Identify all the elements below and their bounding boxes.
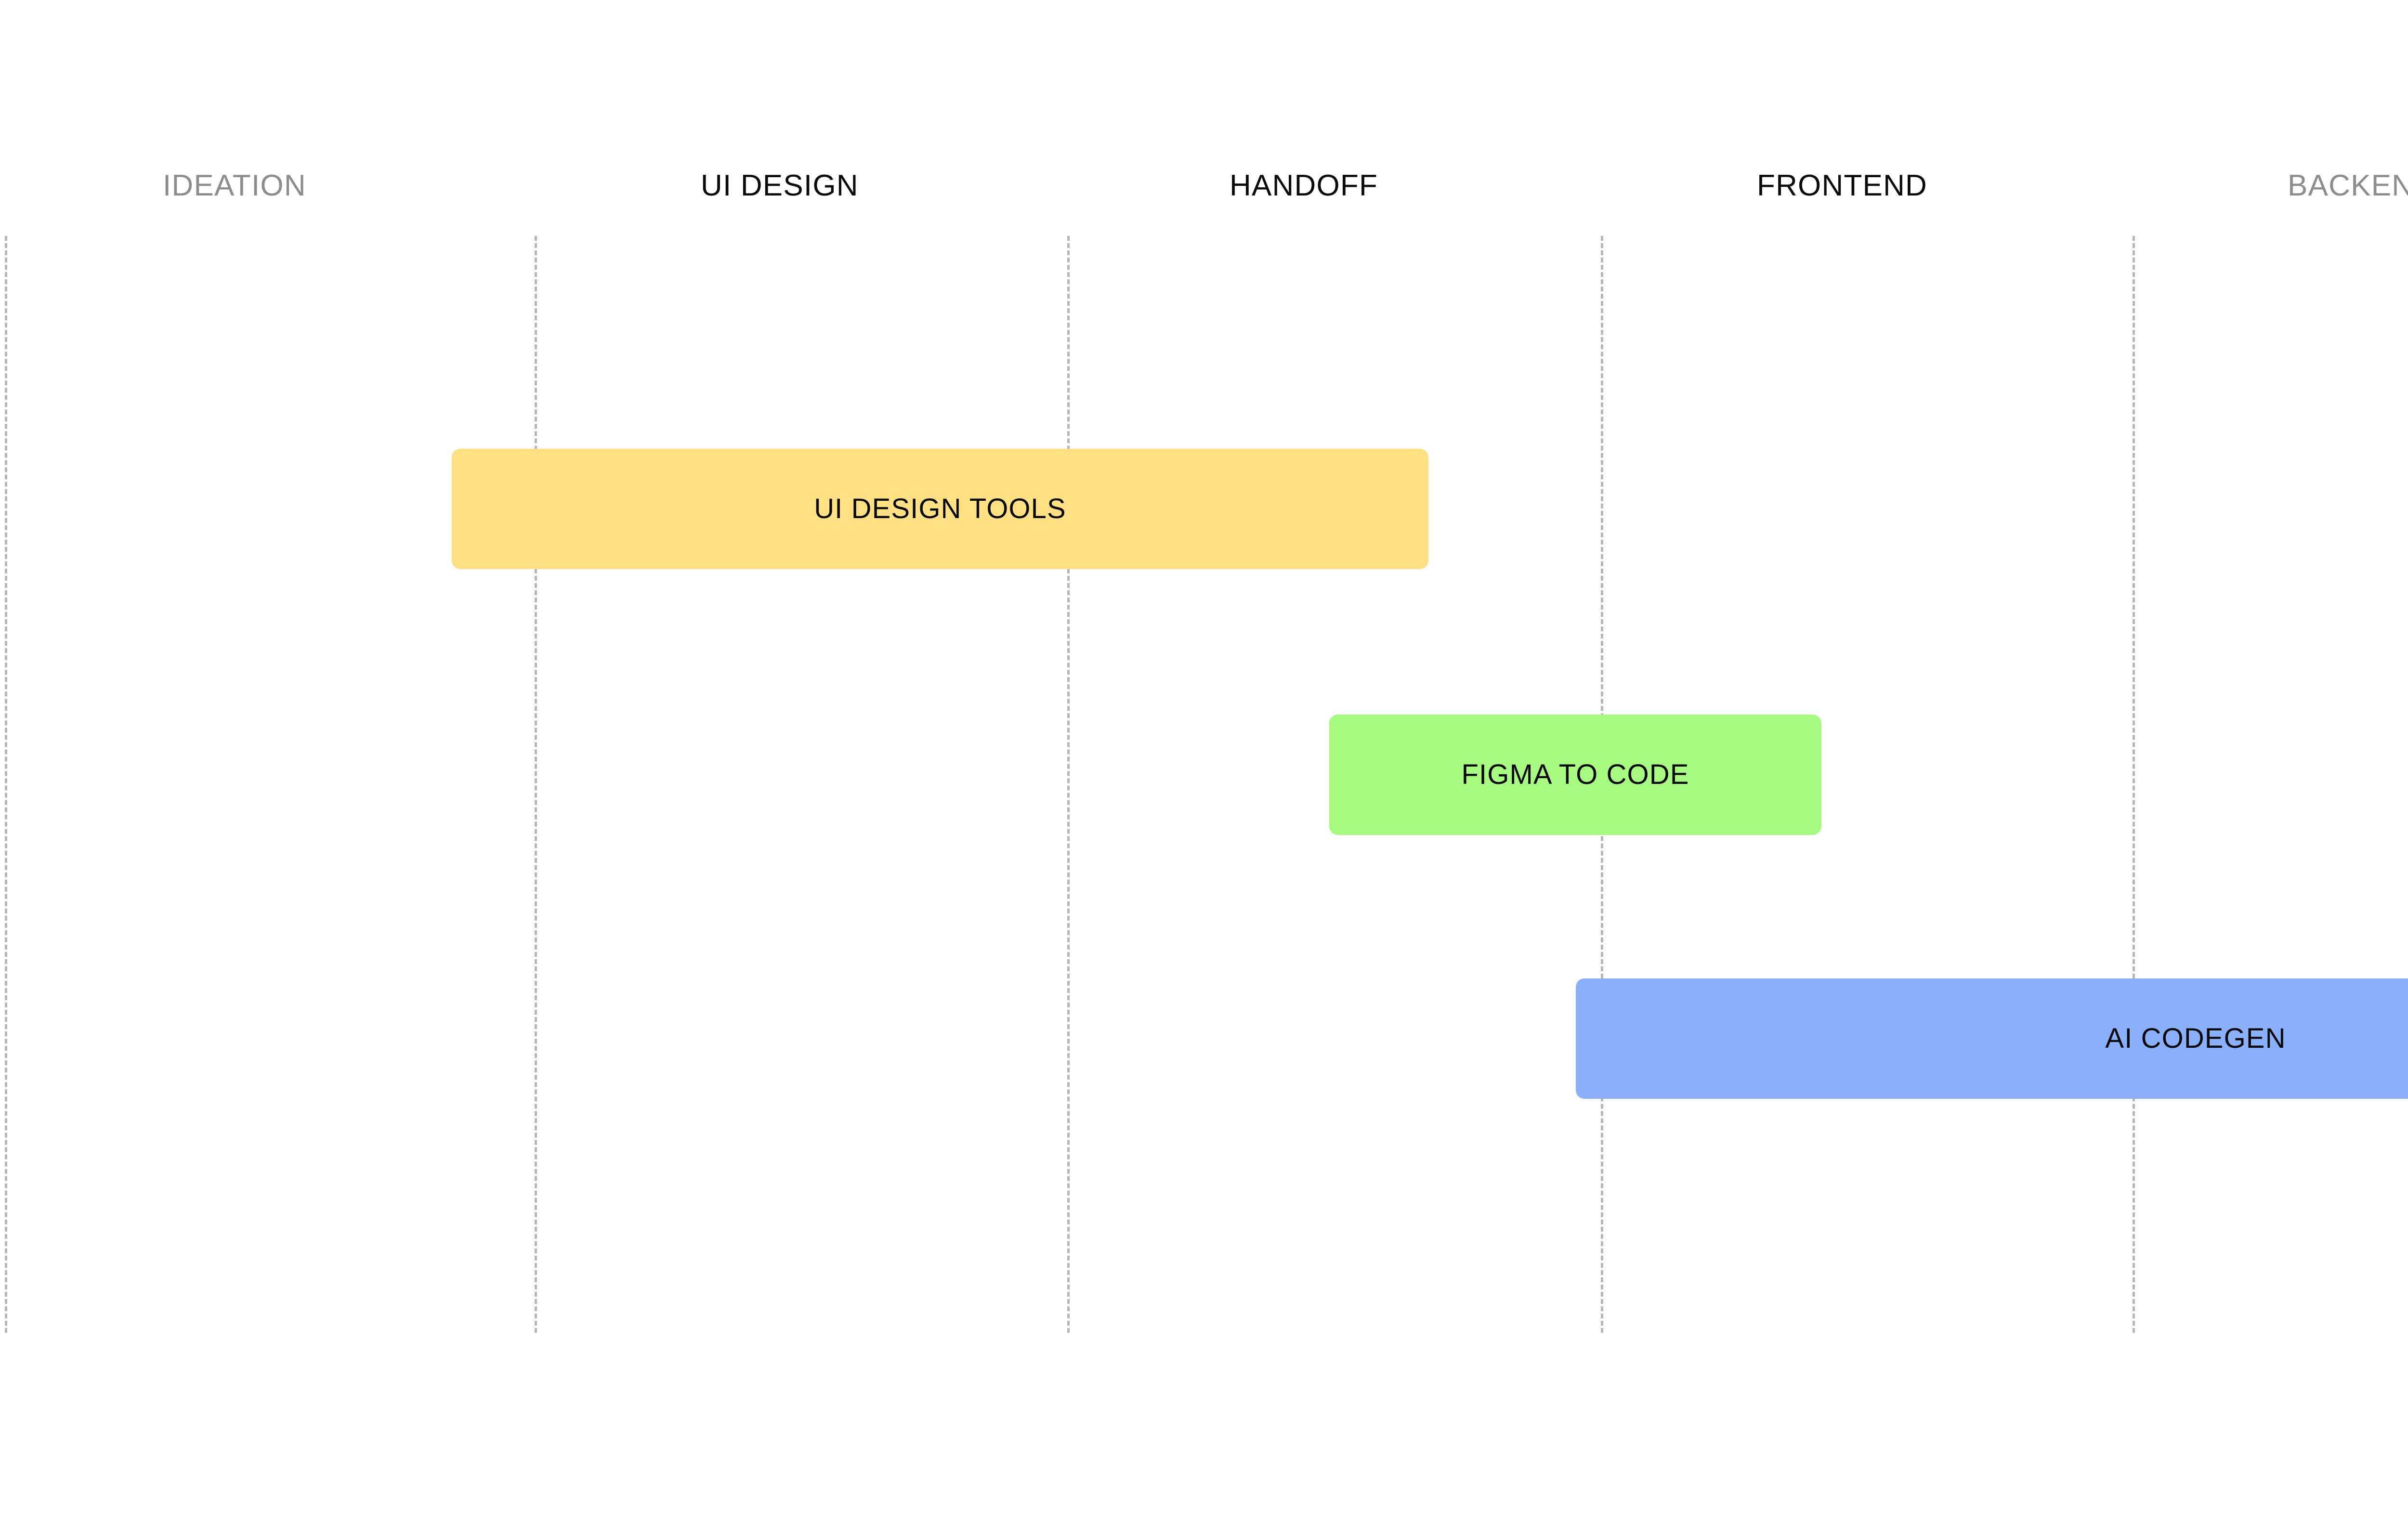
gridline-2 <box>1067 236 1070 1333</box>
gridline-4 <box>2133 236 2135 1333</box>
phase-label-ideation[interactable]: IDEATION <box>163 169 306 202</box>
phase-label-ui-design[interactable]: UI DESIGN <box>701 169 859 202</box>
gridline-0 <box>5 236 7 1333</box>
phase-label-backend[interactable]: BACKEND <box>2288 169 2408 202</box>
phase-label-frontend[interactable]: FRONTEND <box>1757 169 1928 202</box>
phase-label-handoff[interactable]: HANDOFF <box>1230 169 1378 202</box>
gridline-1 <box>535 236 537 1333</box>
timeline-bar-label: FIGMA TO CODE <box>1461 759 1689 790</box>
timeline-bar-label: AI CODEGEN <box>2105 1023 2286 1054</box>
timeline-bar-label: UI DESIGN TOOLS <box>814 493 1066 524</box>
timeline-bar-ai-codegen[interactable]: AI CODEGEN <box>1576 978 2408 1099</box>
timeline-bar-figma-to-code[interactable]: FIGMA TO CODE <box>1329 715 1821 835</box>
timeline-bar-ui-design-tools[interactable]: UI DESIGN TOOLS <box>452 449 1428 569</box>
